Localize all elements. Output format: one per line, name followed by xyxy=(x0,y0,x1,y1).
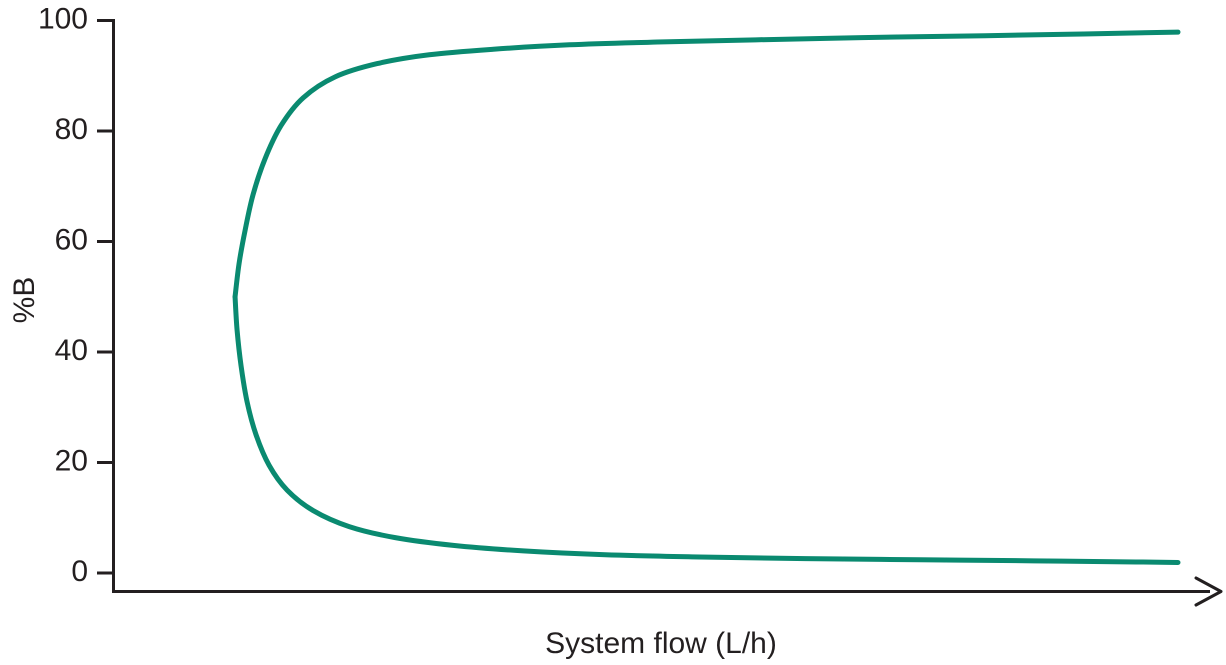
x-axis-arrow-icon xyxy=(1194,576,1223,607)
y-tick-label-60: 60 xyxy=(55,223,88,256)
y-tick-label-20: 20 xyxy=(55,444,88,477)
series-line-lower xyxy=(232,294,1181,565)
y-axis-title: %B xyxy=(8,277,41,324)
series-line-upper xyxy=(232,29,1181,300)
y-tick-label-100: 100 xyxy=(38,2,88,35)
x-axis-title: System flow (L/h) xyxy=(545,627,777,660)
y-tick-label-40: 40 xyxy=(55,334,88,367)
y-tick-label-0: 0 xyxy=(71,555,88,588)
y-tick-label-80: 80 xyxy=(55,113,88,146)
series-group xyxy=(232,29,1181,565)
